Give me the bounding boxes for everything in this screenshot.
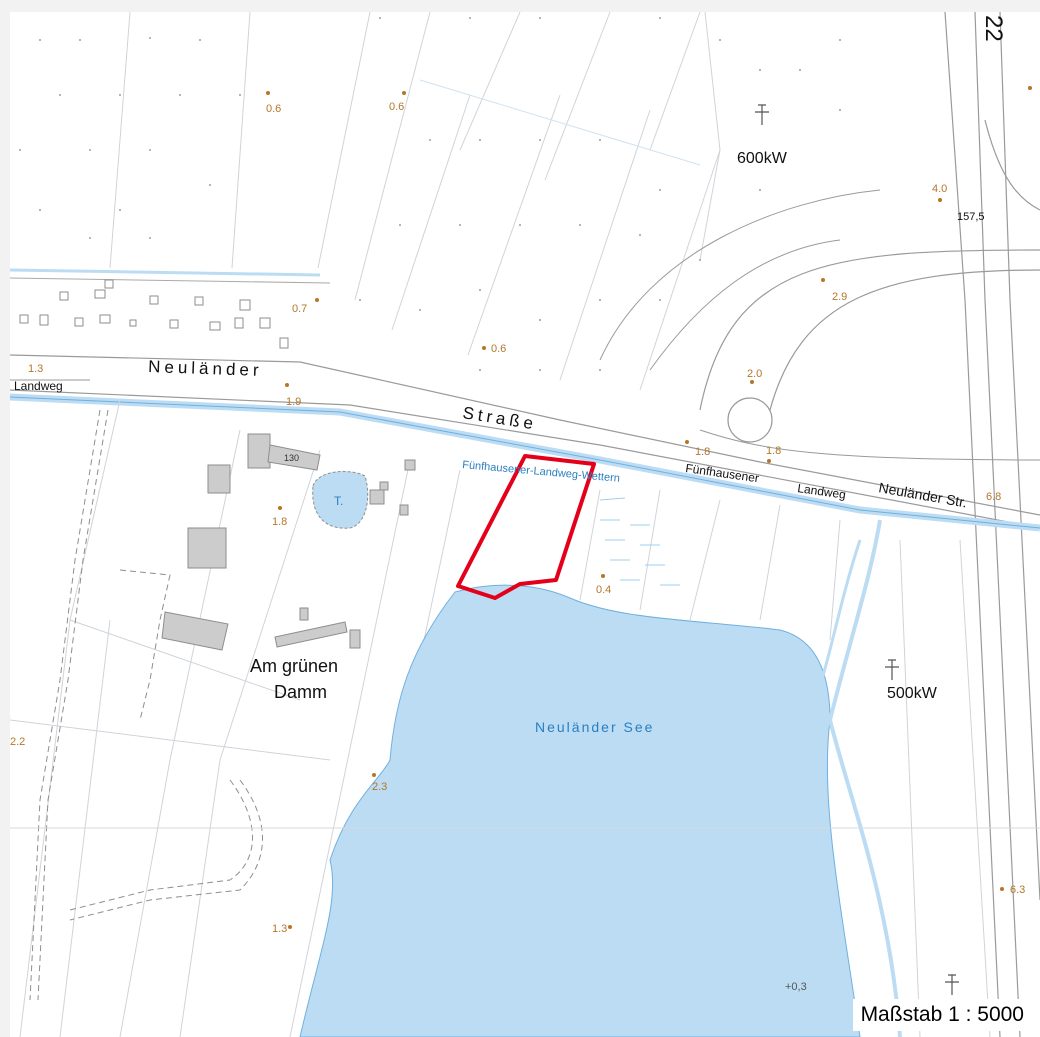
roundabout (727, 397, 773, 443)
building-number: 130 (284, 453, 299, 463)
wind-turbine-icon (755, 104, 769, 125)
elevation-label: 6.8 (986, 491, 1001, 503)
elevation-label: 0.6 (491, 343, 506, 355)
water-label-pond: T. (334, 494, 343, 508)
elevation-label: 4.0 (932, 183, 947, 195)
spot-height-label: 157,5 (957, 211, 985, 223)
turbine-label-north: 600kW (737, 150, 788, 167)
lane-north (9, 277, 331, 284)
marsh-hatches (599, 497, 680, 586)
road-label-neulaender: Neuländer (148, 357, 263, 380)
field-lines-north (109, 11, 721, 391)
elevation-label: 0.6 (389, 101, 404, 113)
elevation-label: 0.7 (292, 303, 307, 315)
elevation-label: 1.3 (272, 923, 287, 935)
elevation-label: 1.8 (766, 445, 781, 457)
highway (944, 11, 1040, 1037)
map-left-margin (0, 0, 10, 1037)
elevation-label: 0.6 (266, 103, 281, 115)
elevation-label: 2.9 (832, 291, 847, 303)
elevation-label: 2.3 (372, 781, 387, 793)
lake-neulaender-see (299, 584, 861, 1037)
wind-turbine-icon (885, 659, 899, 680)
pond (312, 470, 369, 529)
ramp-west (649, 239, 841, 371)
scale-label: Maßstab 1 : 5000 (852, 999, 1032, 1031)
elevation-label: 1.8 (695, 446, 710, 458)
ramp-north (699, 249, 1040, 411)
place-label-line1: Am grünen (250, 656, 338, 676)
elevation-label: 2.0 (747, 368, 762, 380)
map-top-margin (0, 0, 1040, 12)
highway-label: 22 (980, 15, 1007, 42)
water-label-lake: Neuländer See (535, 719, 654, 735)
elevation-label: 1.8 (272, 516, 287, 528)
turbine-label-east: 500kW (887, 685, 938, 702)
farm-buildings (161, 433, 416, 651)
ramp-north-2 (769, 269, 1040, 411)
field-dots (19, 17, 841, 371)
elevation-label: 2.2 (10, 736, 25, 748)
stream-east (827, 519, 902, 1037)
elevation-dots (266, 86, 1032, 929)
elevation-label: 0.4 (596, 584, 611, 596)
ditch-north (9, 268, 321, 277)
road-label-landweg-east: Landweg (797, 481, 847, 502)
stream-east-2 (813, 539, 862, 701)
parcel-outline[interactable] (456, 454, 596, 600)
road-label-landweg-west: Landweg (14, 379, 63, 393)
elevation-label: 1.3 (28, 363, 43, 375)
wettern-line (9, 396, 1040, 529)
elevation-label: 6.3 (1010, 884, 1025, 896)
ramp-west-2 (599, 189, 881, 361)
water-level-label: +0,3 (785, 981, 807, 993)
main-road (9, 354, 1040, 529)
ramp-east (699, 429, 1040, 461)
dashed-paths (29, 409, 263, 1001)
houses (19, 279, 289, 349)
wind-turbine-icon (945, 974, 959, 995)
place-label-line2: Damm (274, 682, 327, 702)
elevation-label: 1.9 (286, 396, 301, 408)
